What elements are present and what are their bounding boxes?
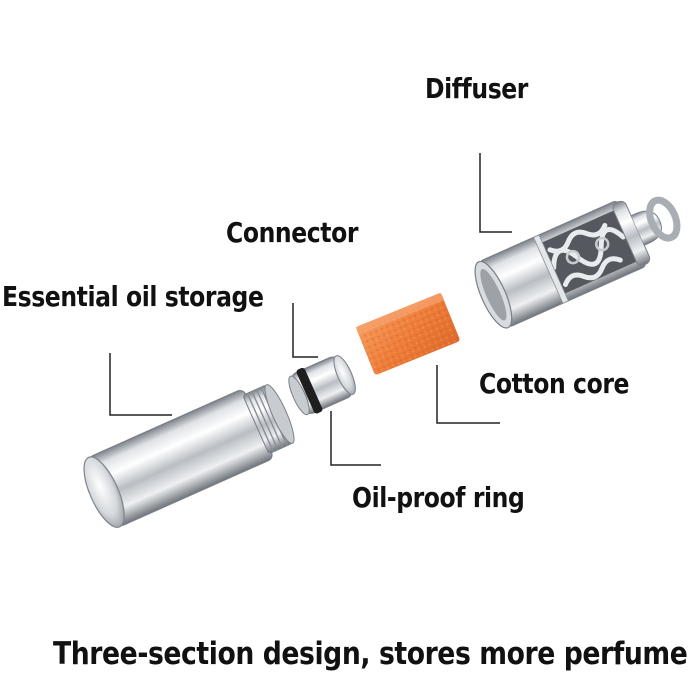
essential-oil-storage-part xyxy=(83,384,295,528)
leader-line-oil-proof-ring xyxy=(330,411,381,466)
label-cotton-core: Cotton core xyxy=(479,367,630,400)
leader-line-cotton-core xyxy=(436,365,500,424)
connector-part xyxy=(288,355,356,416)
oil-proof-ring-part xyxy=(296,367,323,414)
label-diffuser: Diffuser xyxy=(425,72,528,105)
caption: Three-section design, stores more perfum… xyxy=(53,636,688,672)
leader-lines xyxy=(109,153,512,466)
label-oil-proof-ring: Oil-proof ring xyxy=(352,481,525,514)
leader-line-diffuser xyxy=(479,153,512,233)
leader-line-connector xyxy=(292,303,318,358)
label-connector: Connector xyxy=(226,216,359,249)
label-essential-oil-storage: Essential oil storage xyxy=(2,280,264,313)
cotton-core-part xyxy=(355,292,460,375)
diffuser-part xyxy=(474,196,681,329)
leader-line-essential-oil-storage xyxy=(109,353,172,416)
